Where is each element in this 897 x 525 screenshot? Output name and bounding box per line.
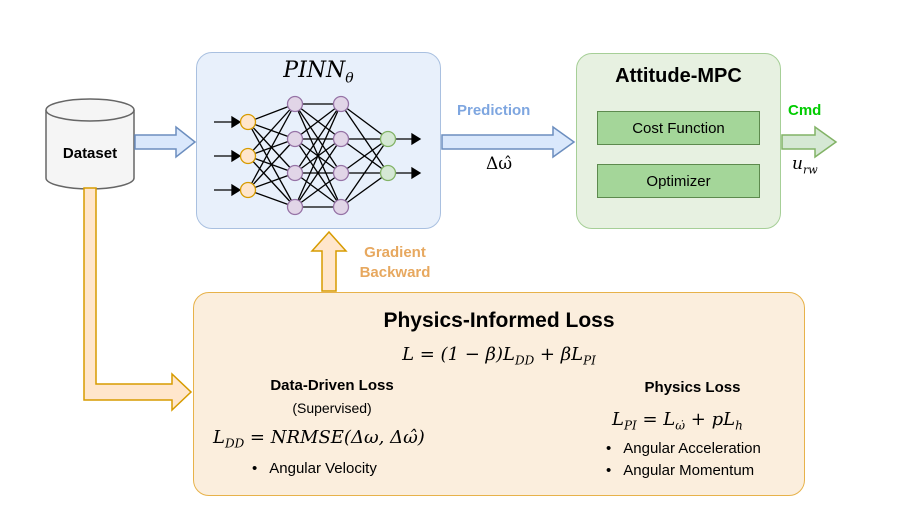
data-driven-subtitle: (Supervised) bbox=[292, 400, 372, 416]
physics-bullet-2: •Angular Momentum bbox=[606, 462, 755, 479]
bullet-icon: • bbox=[606, 440, 612, 457]
cmd-arrow bbox=[781, 125, 838, 159]
optimizer-label: Optimizer bbox=[646, 172, 711, 190]
data-driven-bullet: •Angular Velocity bbox=[252, 460, 377, 477]
neural-network-icon bbox=[214, 95, 422, 216]
dataset-to-loss-arrow bbox=[83, 187, 193, 412]
mpc-title: Attitude-MPC bbox=[615, 65, 742, 87]
pinn-title: PINNθ bbox=[283, 58, 354, 87]
data-driven-title: Data-Driven Loss bbox=[270, 377, 394, 394]
loss-title: Physics-Informed Loss bbox=[383, 309, 615, 332]
gradient-backward-label: Gradient Backward bbox=[349, 243, 441, 283]
bullet-icon: • bbox=[252, 460, 258, 477]
prediction-label: Prediction bbox=[457, 102, 531, 119]
loss-equation: L = (1 − β)LDD + βLPI bbox=[402, 344, 596, 368]
gradient-backward-arrow bbox=[310, 230, 348, 292]
data-driven-equation: LDD = NRMSE(Δω, Δω̂) bbox=[213, 427, 425, 451]
cmd-symbol: urw bbox=[792, 154, 818, 177]
cmd-label: Cmd bbox=[788, 102, 822, 119]
gradient-line2: Backward bbox=[359, 264, 431, 281]
cost-function-label: Cost Function bbox=[632, 119, 725, 137]
cmd-symbol-sub: rw bbox=[802, 163, 818, 177]
physics-loss-equation: LPI = Lω̇ + pLh bbox=[612, 409, 743, 433]
bullet-icon: • bbox=[606, 462, 612, 479]
dataset-label: Dataset bbox=[62, 145, 118, 162]
physics-bullet-1: •Angular Acceleration bbox=[606, 440, 761, 457]
dataset-to-pinn-arrow bbox=[134, 125, 197, 159]
prediction-arrow bbox=[441, 125, 576, 159]
optimizer-box: Optimizer bbox=[597, 164, 760, 198]
cost-function-box: Cost Function bbox=[597, 111, 760, 145]
gradient-line1: Gradient bbox=[364, 244, 426, 261]
dataset-cylinder-icon bbox=[45, 98, 135, 190]
prediction-symbol: Δω̂ bbox=[486, 154, 513, 174]
pinn-title-sub: θ bbox=[345, 70, 354, 87]
physics-loss-title: Physics Loss bbox=[644, 379, 741, 396]
